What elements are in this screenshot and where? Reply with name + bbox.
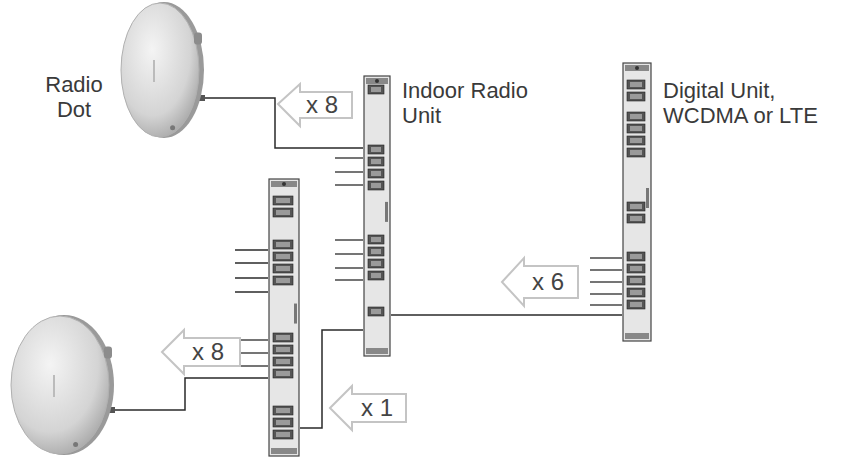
rack-unit: Indoor Radio Unit (363, 75, 391, 357)
multiplicity-label: x 8 (304, 93, 340, 117)
radio-dot (10, 305, 115, 455)
radio-dot-illustration (115, 0, 205, 142)
unit-label: Radio Dot (37, 72, 111, 123)
unit-illustration (268, 178, 300, 457)
multiplicity-label: x 6 (530, 270, 566, 294)
rack-unit (268, 178, 300, 457)
radio-dot-illustration (10, 305, 115, 455)
multiplicity-label: x 8 (190, 340, 226, 364)
rack-unit: Digital Unit, WCDMA or LTE (622, 62, 652, 342)
multiplicity-label: x 1 (359, 396, 395, 420)
unit-illustration (363, 75, 391, 357)
unit-label: Digital Unit, WCDMA or LTE (663, 78, 839, 129)
unit-illustration (622, 62, 652, 342)
cable (115, 378, 268, 410)
cable (391, 314, 622, 316)
cable (300, 330, 363, 428)
unit-label: Indoor Radio Unit (402, 78, 530, 129)
radio-dot: Radio Dot (115, 0, 205, 142)
